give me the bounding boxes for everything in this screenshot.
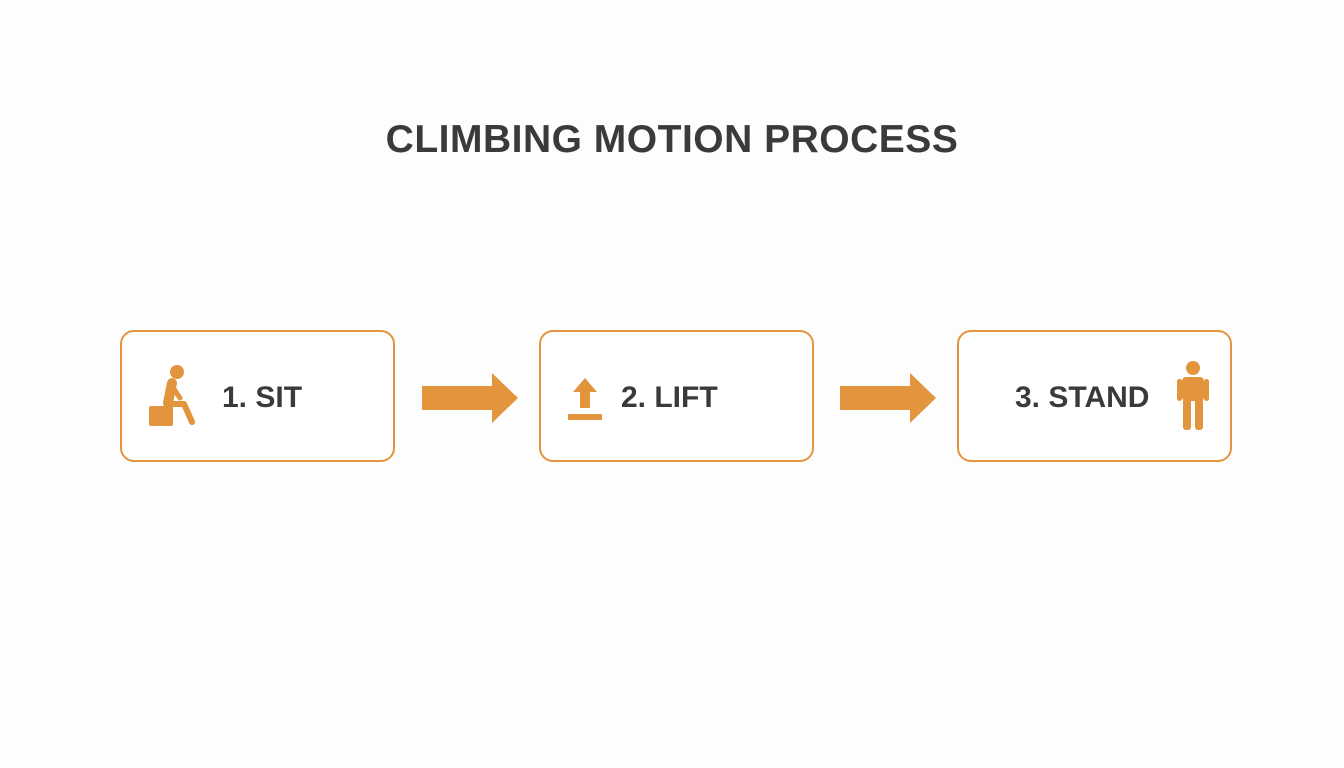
step-sit-box: 1. SIT bbox=[120, 330, 395, 462]
right-arrow-icon bbox=[422, 373, 518, 423]
right-arrow-icon bbox=[840, 373, 936, 423]
step-stand-label: 3. STAND bbox=[1015, 381, 1150, 414]
upload-arrow-icon bbox=[568, 378, 602, 420]
diagram-title: CLIMBING MOTION PROCESS bbox=[385, 118, 959, 161]
standing-person-icon bbox=[1177, 361, 1209, 430]
step-lift-label: 2. LIFT bbox=[621, 381, 718, 414]
step-lift-box: 2. LIFT bbox=[539, 330, 814, 462]
step-stand-box: 3. STAND bbox=[957, 330, 1232, 462]
sitting-person-icon bbox=[149, 365, 195, 426]
step-sit-label: 1. SIT bbox=[222, 381, 303, 414]
